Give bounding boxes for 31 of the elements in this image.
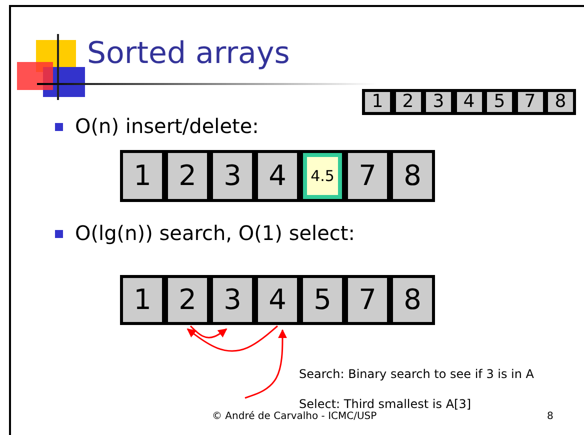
array-cell: 3 bbox=[210, 150, 255, 202]
array-cell: 8 bbox=[390, 150, 435, 202]
arrow bbox=[186, 325, 278, 352]
array-cell: 3 bbox=[210, 275, 255, 325]
note-text: Search: Binary search to see if 3 is in A bbox=[299, 367, 534, 381]
array-cell: 8 bbox=[390, 275, 435, 325]
page-number: 8 bbox=[547, 411, 554, 422]
slide-title: Sorted arrays bbox=[87, 36, 290, 71]
note-text: Select: Third smallest is A[3] bbox=[299, 397, 472, 411]
array-cell: 8 bbox=[545, 89, 576, 115]
bullet-text: O(n) insert/delete: bbox=[75, 114, 259, 138]
array-cell: 7 bbox=[345, 275, 390, 325]
array-cell: 4 bbox=[255, 150, 300, 202]
array-cell: 7 bbox=[345, 150, 390, 202]
array-cell: 2 bbox=[165, 275, 210, 325]
array-cell: 5 bbox=[484, 89, 515, 115]
array-cell: 2 bbox=[165, 150, 210, 202]
arrow bbox=[244, 329, 287, 399]
array-cell: 3 bbox=[423, 89, 454, 115]
bullet-text: O(lg(n)) search, O(1) select: bbox=[75, 221, 355, 245]
array-cell: 4 bbox=[454, 89, 484, 115]
array-cell: 2 bbox=[392, 89, 424, 115]
array-cell: 7 bbox=[514, 89, 546, 115]
array-cell: 4 bbox=[255, 275, 300, 325]
array-cell: 1 bbox=[120, 150, 165, 202]
array-cell: 1 bbox=[362, 89, 393, 115]
footer-text: © André de Carvalho - ICMC/USP bbox=[212, 411, 377, 422]
array-cell: 1 bbox=[120, 275, 165, 325]
array-cell: 5 bbox=[300, 275, 345, 325]
arrow bbox=[190, 325, 228, 338]
inserted-array-cell: 4.5 bbox=[300, 150, 345, 202]
